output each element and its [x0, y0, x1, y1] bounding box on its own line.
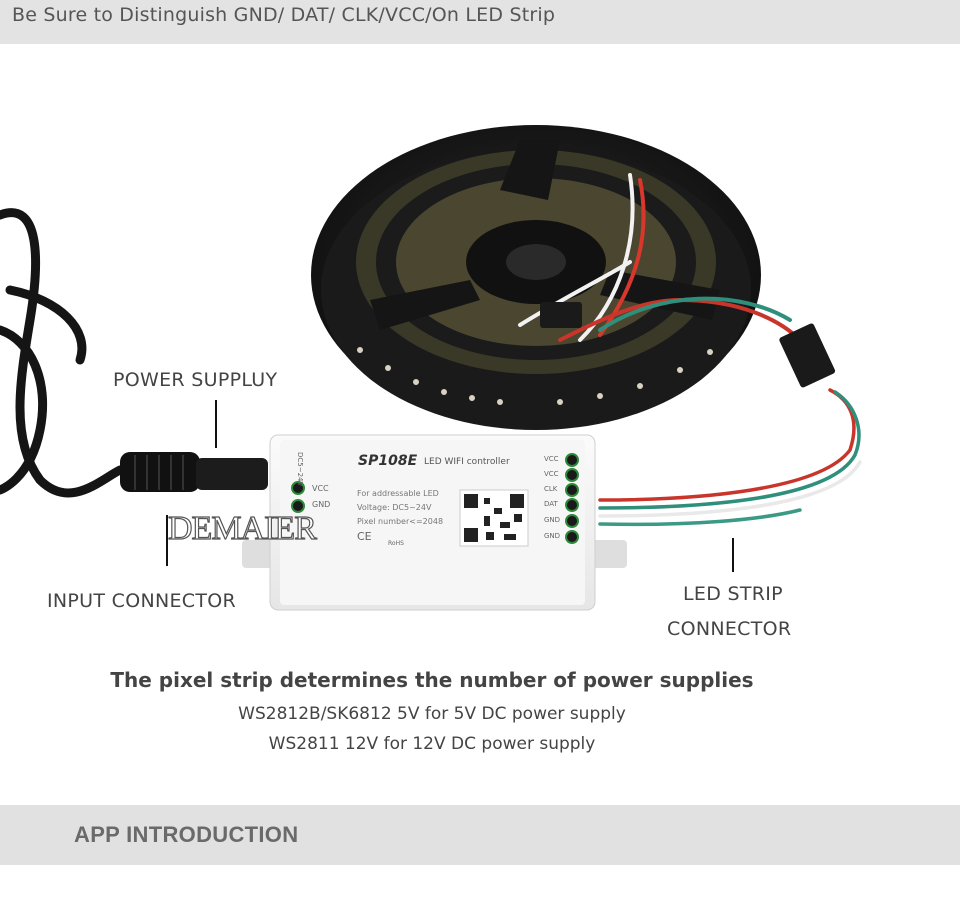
- sp108e-controller: [242, 434, 627, 611]
- input-pin-gnd: GND: [312, 500, 331, 509]
- controller-subtitle: LED WIFI controller: [424, 457, 510, 467]
- caption-main: The pixel strip determines the number of…: [110, 668, 754, 692]
- dc-plug: [120, 452, 268, 492]
- output-pin-4: DAT: [544, 500, 558, 508]
- output-pin-2: VCC: [544, 470, 559, 478]
- controller-spec-1: For addressable LED: [357, 489, 439, 498]
- ce-mark: CE: [357, 530, 372, 543]
- controller-dc-label: DC5~24V: [296, 452, 304, 487]
- section-title: APP INTRODUCTION: [74, 822, 299, 847]
- power-cable: [0, 208, 125, 498]
- controller-spec-3: Pixel number<=2048: [357, 517, 444, 526]
- output-pin-1: VCC: [544, 455, 559, 463]
- controller-spec-2: Voltage: DC5~24V: [357, 503, 432, 512]
- caption-line-1: WS2812B/SK6812 5V for 5V DC power supply: [238, 704, 626, 724]
- controller-model: SP108E: [358, 453, 418, 469]
- output-pin-3: CLK: [544, 485, 558, 493]
- product-illustration: [0, 125, 862, 611]
- output-pin-5: GND: [544, 516, 561, 524]
- section-header: APP INTRODUCTION: [0, 805, 960, 865]
- led-strip-connector-label-1: LED STRIP: [683, 583, 783, 605]
- led-strip-connector-label-2: CONNECTOR: [667, 618, 792, 640]
- rohs-mark: RoHS: [388, 540, 404, 547]
- strip-wires: [518, 173, 802, 342]
- watermark: DEMAIER: [167, 509, 317, 547]
- input-connector-label: INPUT CONNECTOR: [47, 590, 237, 612]
- input-pin-vcc: VCC: [312, 484, 329, 493]
- connector-plug: [540, 302, 836, 388]
- banner-title: Be Sure to Distinguish GND/ DAT/ CLK/VCC…: [12, 4, 556, 26]
- top-banner: Be Sure to Distinguish GND/ DAT/ CLK/VCC…: [0, 0, 960, 44]
- led-strip-reel: [311, 125, 761, 430]
- caption-line-2: WS2811 12V for 12V DC power supply: [268, 734, 596, 754]
- power-supply-label: POWER SUPPLUY: [113, 369, 278, 391]
- output-wires: [598, 388, 862, 527]
- output-pin-6: GND: [544, 532, 561, 540]
